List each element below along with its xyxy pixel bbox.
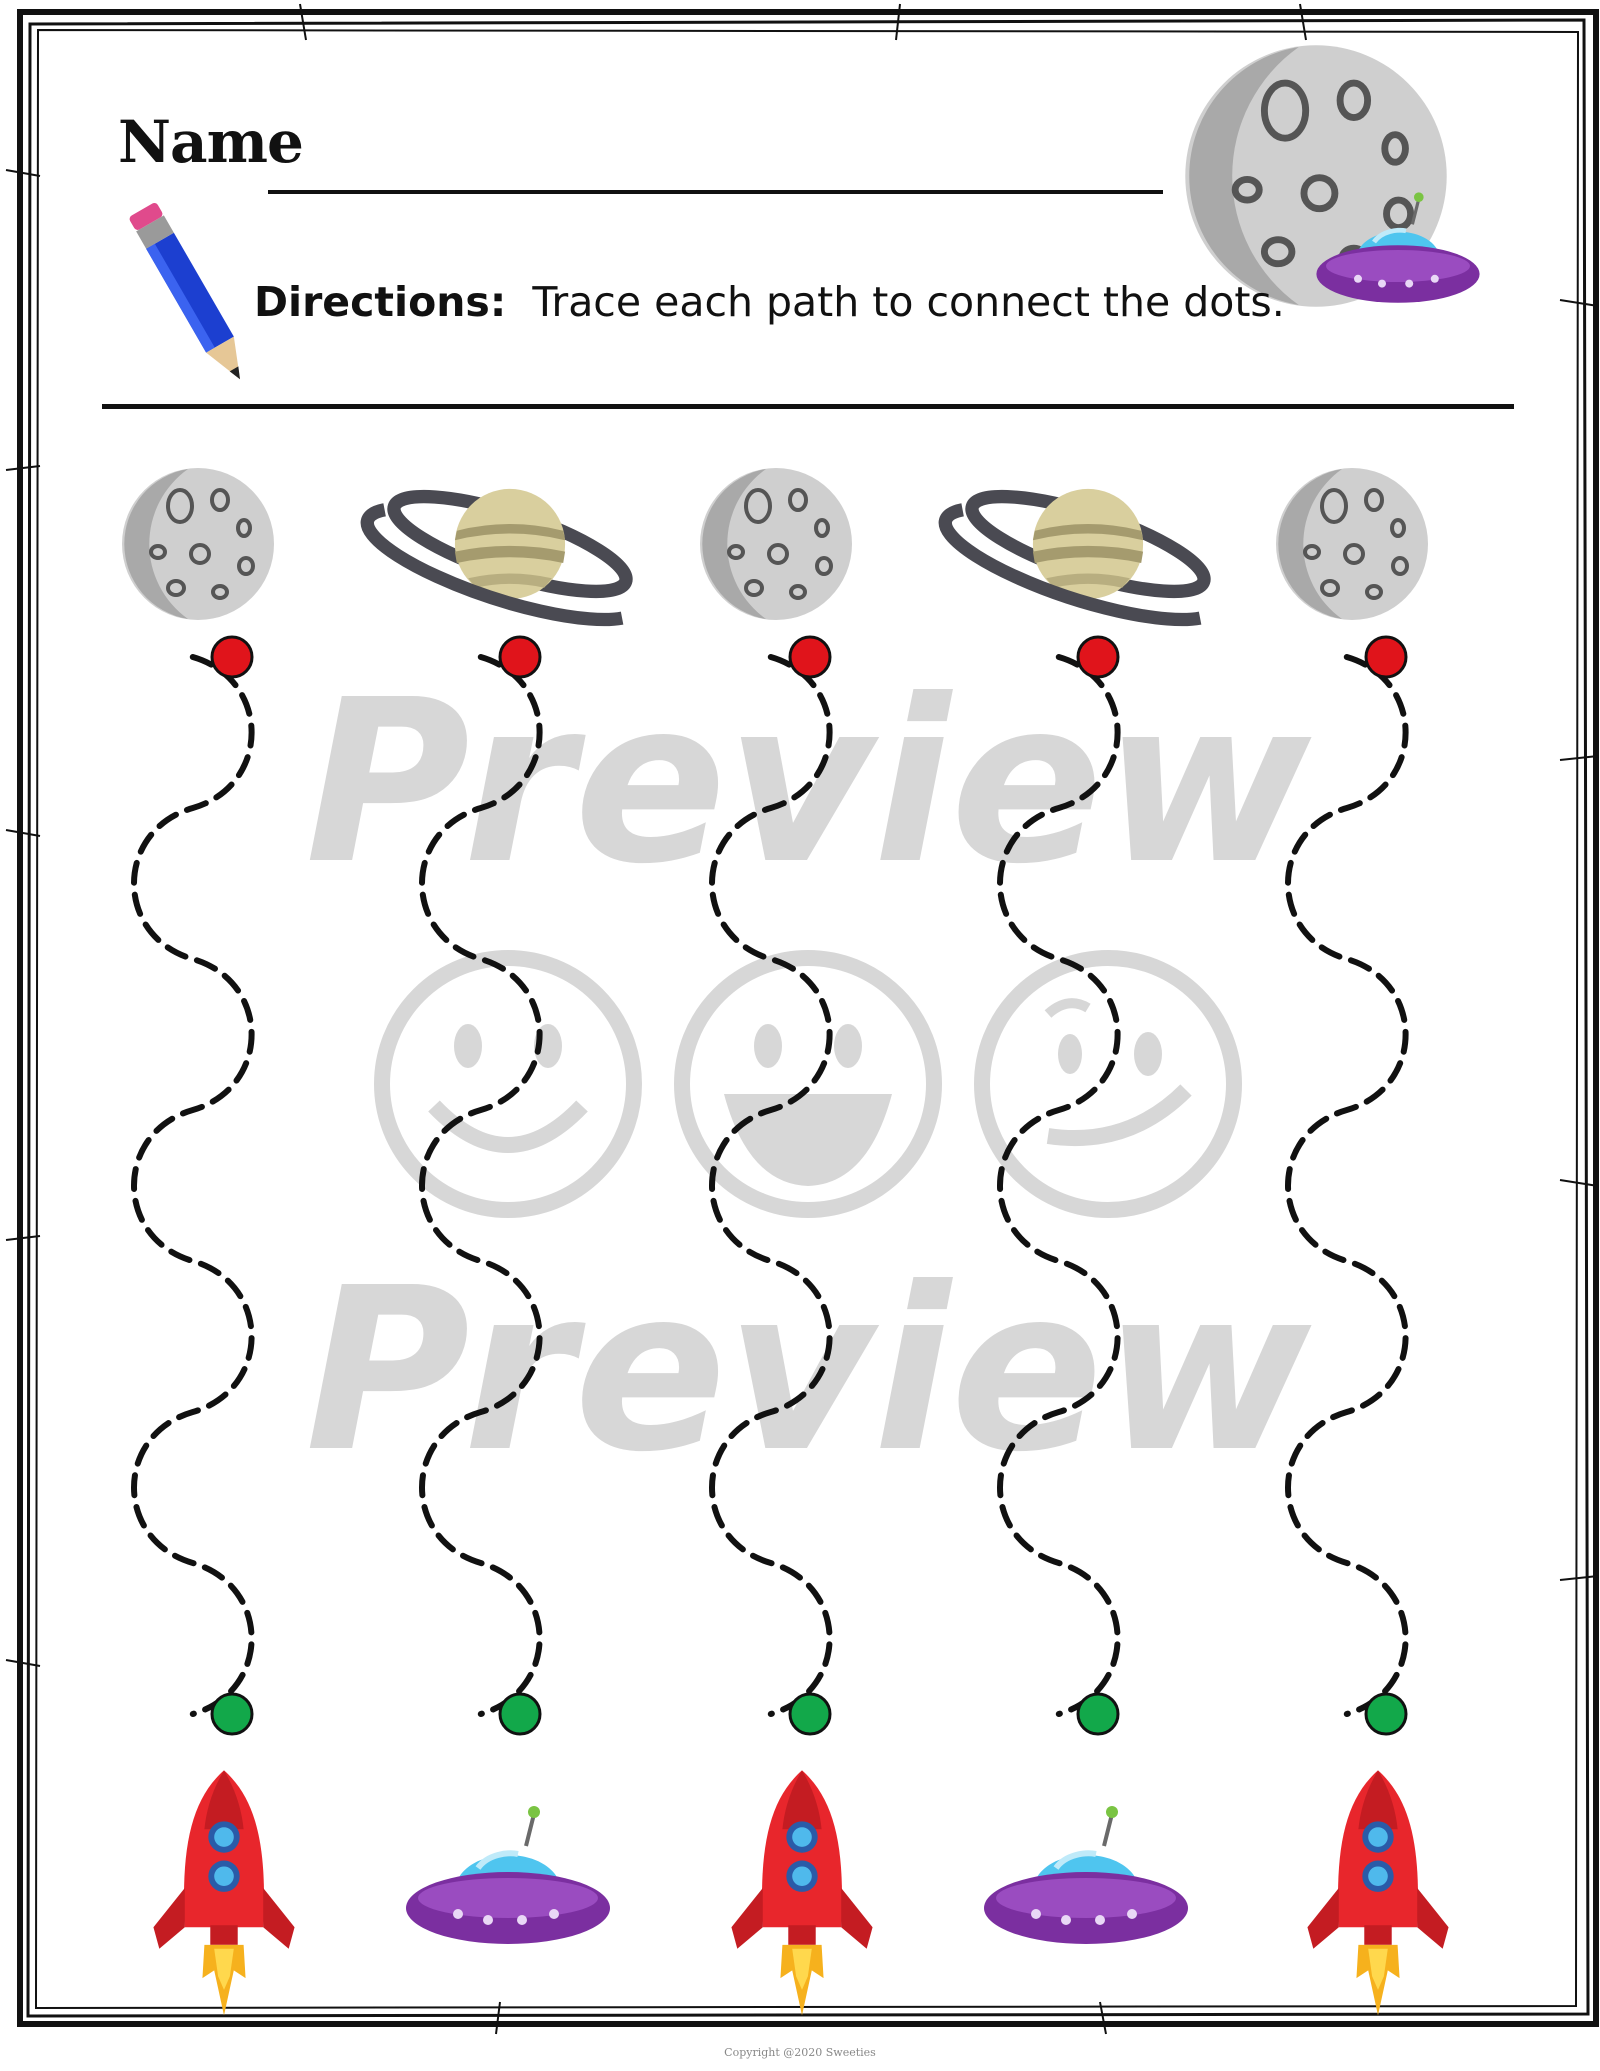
watermark-smiley-icon — [382, 958, 634, 1210]
ufo-icon — [984, 1806, 1188, 1944]
rocket-icon — [153, 1770, 295, 2016]
ufo-icon — [406, 1806, 610, 1944]
name-write-line[interactable] — [268, 190, 1163, 194]
copyright-text: Copyright @2020 Sweeties — [724, 2046, 876, 2059]
trace-path[interactable] — [1285, 654, 1409, 1717]
trace-column-3 — [698, 466, 873, 2016]
trace-column-4 — [945, 478, 1213, 1944]
trace-path[interactable] — [131, 654, 255, 1717]
rocket-icon — [1307, 1770, 1449, 2016]
moon-icon — [120, 466, 276, 622]
end-dot — [788, 1692, 832, 1736]
start-dot — [788, 635, 832, 679]
saturn-icon — [945, 478, 1213, 620]
start-dot — [1076, 635, 1120, 679]
header-moon-ufo-icon — [1185, 45, 1479, 306]
start-dot — [210, 635, 254, 679]
watermark: Preview Preview — [305, 652, 1312, 1502]
name-label: Name — [118, 108, 304, 176]
end-dot — [1076, 1692, 1120, 1736]
watermark-laughing-smiley-icon — [682, 958, 934, 1210]
moon-icon — [698, 466, 854, 622]
directions: Directions: Trace each path to connect t… — [254, 278, 1285, 326]
saturn-icon — [367, 478, 635, 620]
trace-column-1 — [120, 466, 295, 2016]
trace-path[interactable] — [709, 654, 833, 1717]
moon-icon — [1274, 466, 1430, 622]
pencil-icon — [129, 203, 240, 380]
trace-path[interactable] — [419, 654, 543, 1717]
start-dot — [1364, 635, 1408, 679]
trace-column-2 — [367, 478, 635, 1944]
rocket-icon — [731, 1770, 873, 2016]
directions-text: Trace each path to connect the dots. — [532, 278, 1285, 326]
header-divider — [102, 404, 1514, 409]
trace-column-5 — [1274, 466, 1449, 2016]
end-dot — [498, 1692, 542, 1736]
start-dot — [498, 635, 542, 679]
end-dot — [210, 1692, 254, 1736]
trace-path[interactable] — [997, 654, 1121, 1717]
end-dot — [1364, 1692, 1408, 1736]
directions-label: Directions: — [254, 278, 507, 326]
watermark-wink-smiley-icon — [982, 958, 1234, 1210]
